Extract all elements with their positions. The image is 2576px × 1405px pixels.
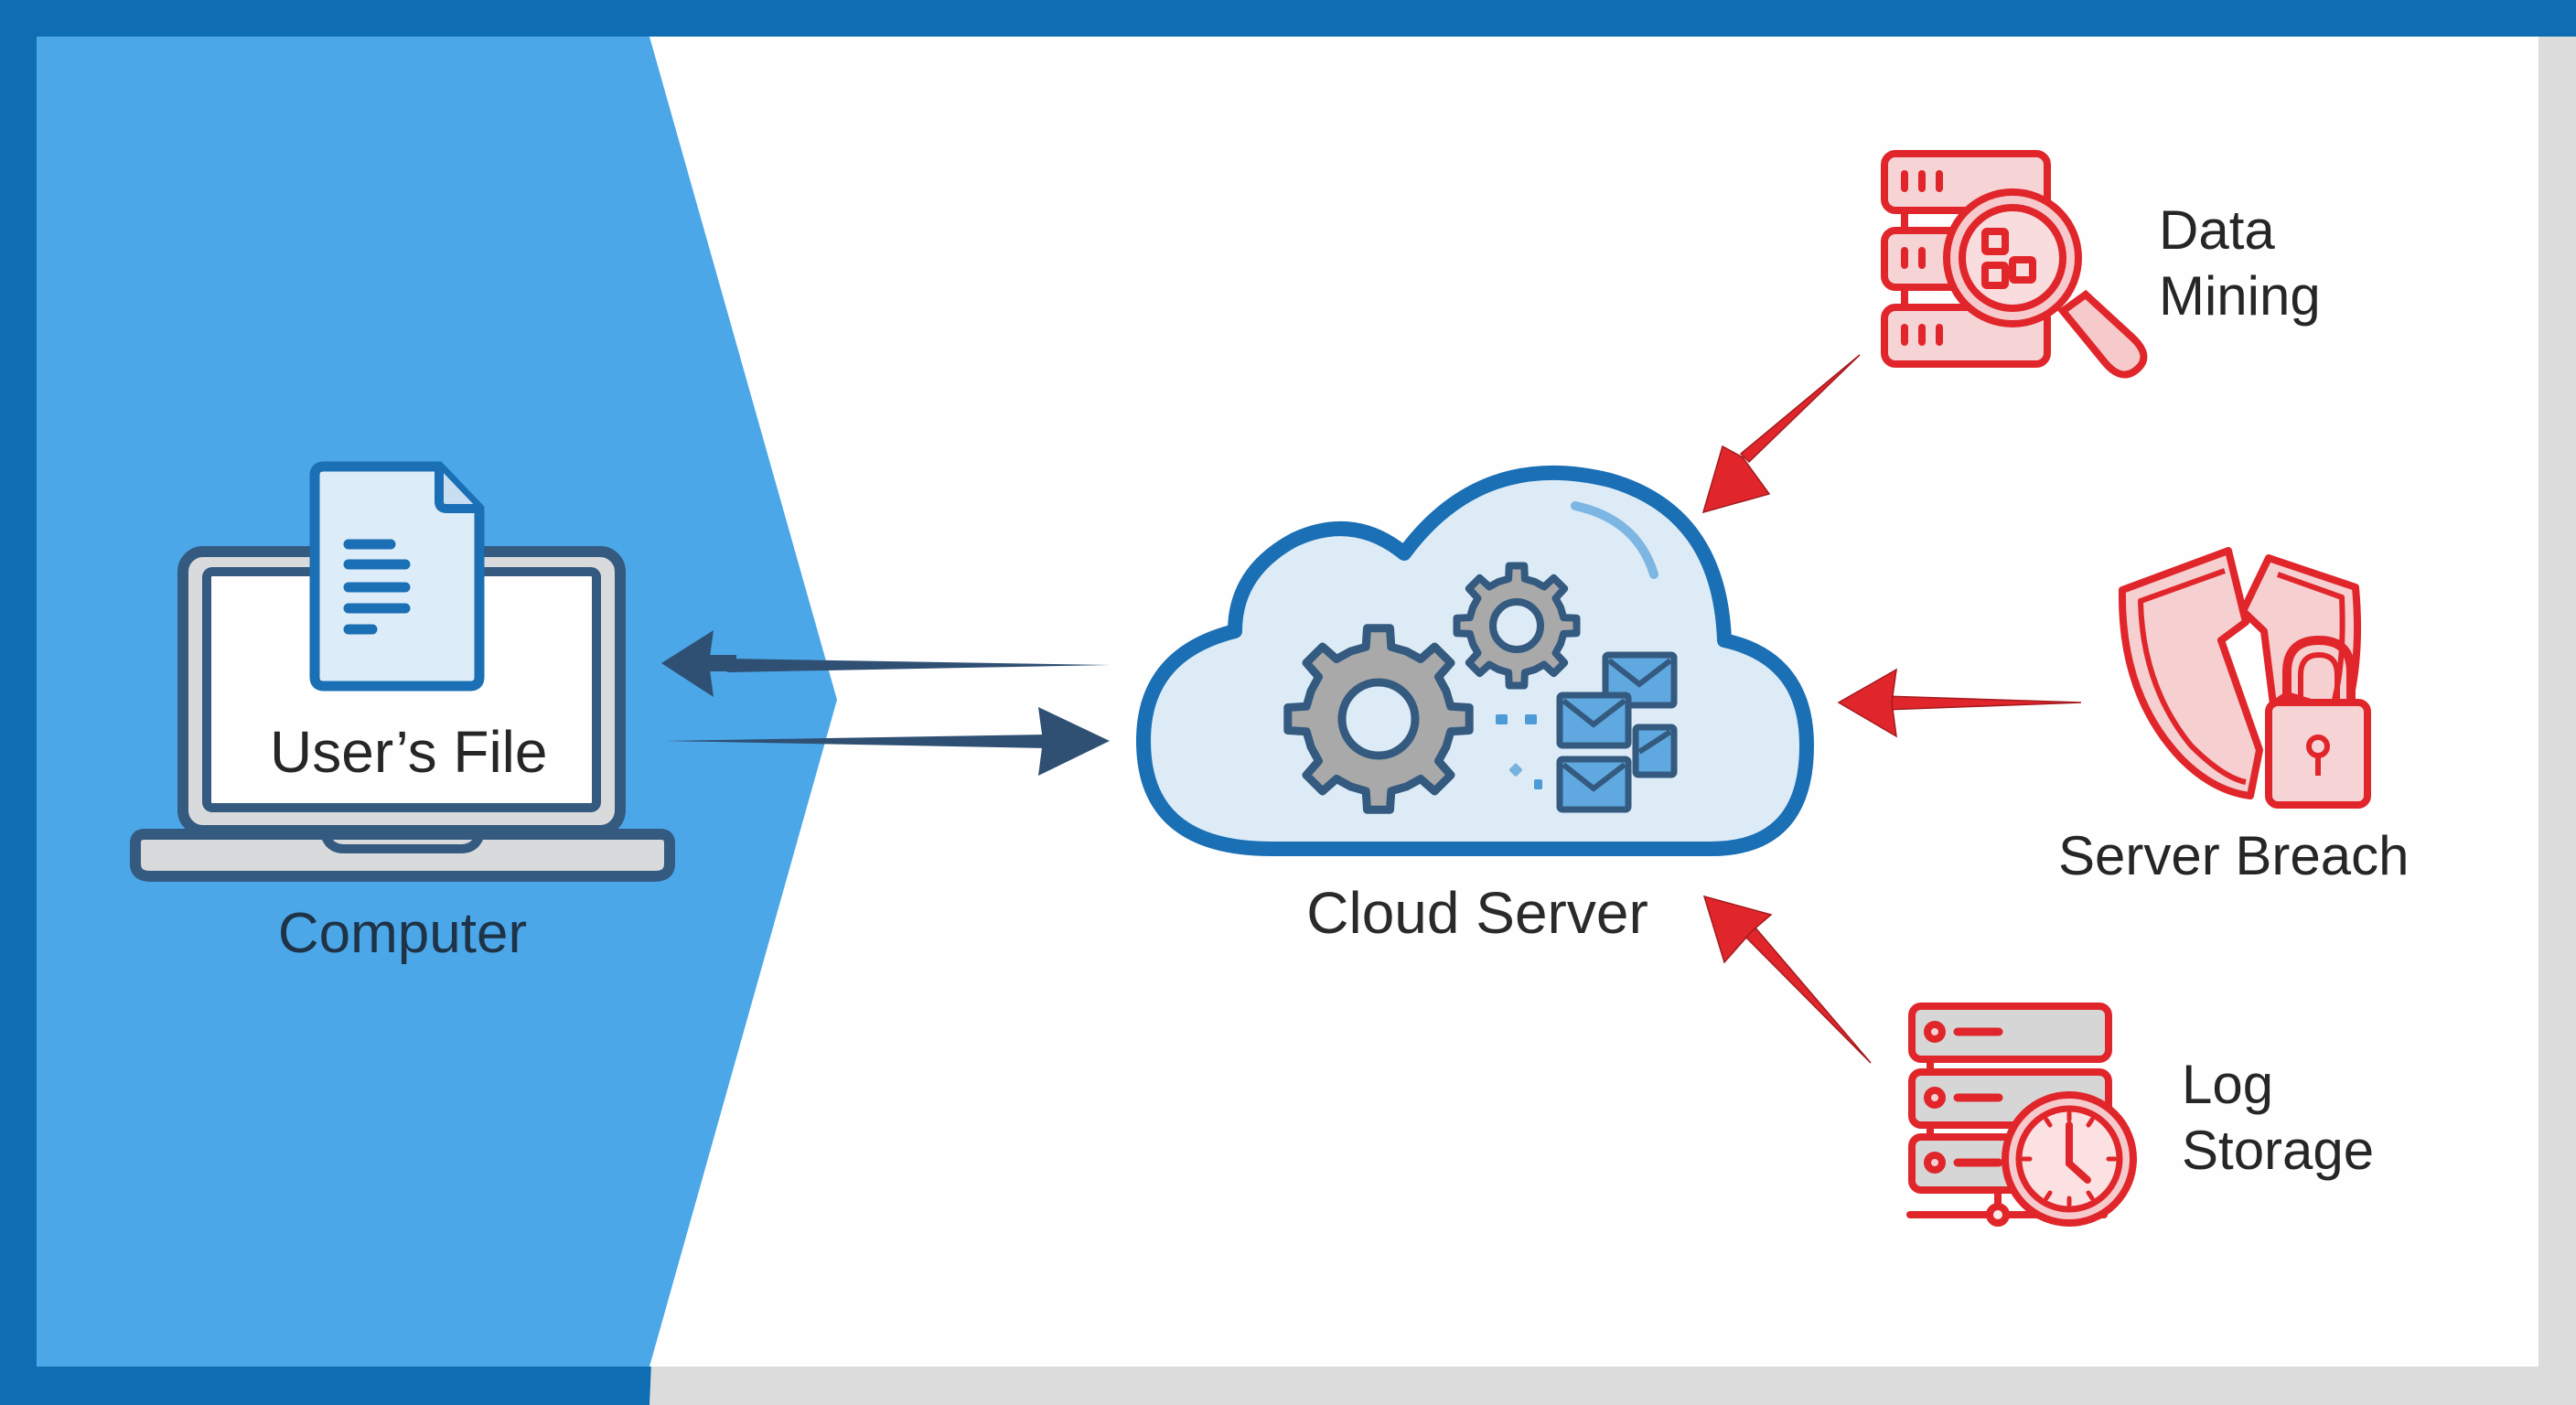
data-mining-label-line1: Data (2159, 199, 2275, 261)
cloud-server-label: Cloud Server (1306, 880, 1648, 946)
server-clock-icon (1906, 1003, 2137, 1227)
arrow-cloud-to-computer (661, 630, 1110, 697)
envelope-group (1556, 651, 1678, 813)
gear-icon (1283, 624, 1474, 814)
data-dots (1496, 714, 1542, 789)
log-storage-label-line2: Storage (2182, 1120, 2375, 1181)
envelope-icon (1632, 724, 1678, 778)
gear-hole (1489, 598, 1544, 653)
arrow-computer-to-cloud (665, 707, 1110, 776)
users-file-label: User’s File (270, 719, 548, 785)
envelope-icon (1556, 692, 1632, 749)
broken-shield-lock-icon (2118, 547, 2371, 809)
data-mining-label-line2: Mining (2159, 265, 2321, 327)
gear-hole (1337, 678, 1420, 760)
server-breach-label: Server Breach (2058, 825, 2410, 886)
computer-label: Computer (277, 902, 528, 965)
arrow-data-mining-to-cloud (1701, 354, 1861, 514)
document-icon (309, 461, 485, 692)
server-magnifier-icon (1881, 150, 2148, 379)
log-storage-label-line1: Log (2182, 1054, 2274, 1115)
envelope-icon (1556, 756, 1632, 813)
gear-icon (1453, 562, 1581, 690)
arrow-log-storage-to-cloud (1702, 895, 1872, 1064)
arrow-server-breach-to-cloud (1837, 668, 2082, 738)
